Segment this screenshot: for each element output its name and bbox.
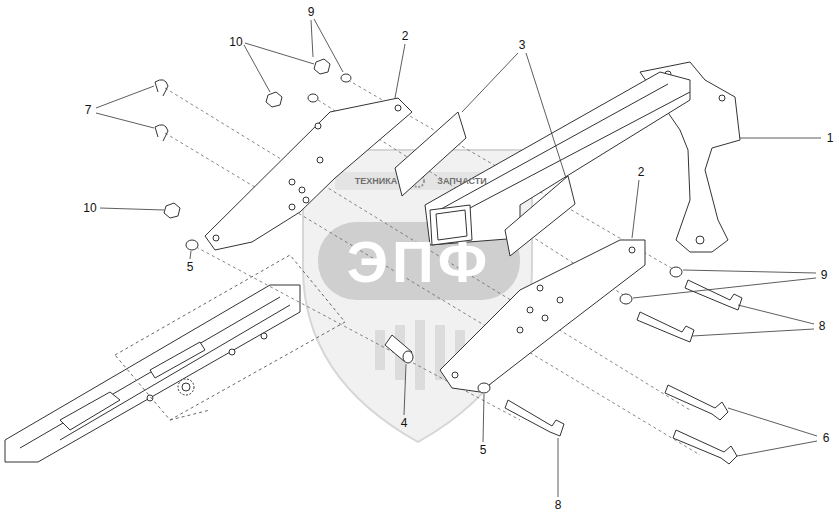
plate-hole — [289, 204, 295, 210]
side-plate — [205, 98, 412, 250]
leader-line — [728, 408, 817, 456]
callout-number: 4 — [401, 417, 408, 429]
rail-edge — [20, 297, 290, 448]
washer — [478, 383, 490, 393]
leader-line — [632, 180, 639, 238]
beam — [425, 72, 690, 245]
cotter-pin — [155, 80, 168, 96]
plate-hole — [517, 327, 523, 333]
washer — [670, 267, 682, 277]
plate-hole — [299, 187, 305, 193]
assembly-outline — [115, 255, 345, 420]
leader-lines — [96, 19, 821, 497]
leader-line — [244, 43, 314, 92]
rail-hole — [229, 349, 235, 355]
plate — [505, 176, 575, 256]
plate-hole — [317, 157, 323, 163]
plate-hole — [289, 179, 295, 185]
bushing-end — [403, 351, 413, 363]
nut — [314, 59, 330, 74]
washer — [341, 74, 351, 82]
callout-number: 5 — [187, 261, 194, 273]
plate-hole — [537, 285, 543, 291]
callout-number: 3 — [519, 39, 526, 51]
plate-hole — [213, 235, 219, 241]
leader-line — [462, 53, 566, 178]
plate-hole — [557, 297, 563, 303]
washer — [308, 94, 318, 102]
plate-hole — [452, 372, 458, 378]
callout-number: 7 — [85, 104, 92, 116]
watermark-text: ЗАПЧАСТИ — [437, 177, 486, 186]
washer — [620, 294, 632, 304]
leader-line — [395, 44, 405, 98]
callout-number: 5 — [480, 444, 487, 456]
callout-number: 2 — [402, 30, 409, 42]
rail-hole — [147, 395, 153, 401]
leader-line — [483, 394, 484, 442]
leader-line — [740, 138, 821, 139]
pin — [665, 385, 728, 420]
leader-line — [558, 438, 559, 497]
fasteners — [155, 59, 742, 464]
bracket-hole — [696, 236, 704, 244]
plate-body — [205, 98, 412, 250]
callout-number: 8 — [555, 499, 562, 511]
bracket-hole — [719, 95, 725, 101]
plate-hole — [629, 247, 635, 253]
leader-line — [404, 364, 406, 415]
callout-number: 2 — [638, 166, 645, 178]
callout-number: 10 — [83, 202, 96, 214]
rail-sprocket — [178, 379, 194, 395]
callout-number: 6 — [823, 432, 830, 444]
cotter-pin — [155, 125, 168, 141]
bolt — [505, 400, 564, 436]
bushing — [385, 335, 412, 362]
leader-line — [100, 208, 164, 210]
leader-line — [96, 86, 154, 128]
callout-number: 9 — [821, 269, 828, 281]
rail-body — [5, 285, 300, 462]
leader-line — [190, 251, 191, 259]
nut — [266, 92, 282, 107]
leader-line — [633, 270, 816, 298]
callout-number: 8 — [819, 320, 826, 332]
rail-sprocket-hub — [182, 383, 190, 391]
assembly-line — [165, 133, 700, 455]
leader-line — [311, 19, 343, 72]
rail-hole — [261, 333, 267, 339]
plate-hole — [303, 197, 309, 203]
frame-rail — [5, 285, 300, 462]
drawbar-frame — [425, 62, 740, 252]
nut — [164, 203, 180, 218]
plate-hole — [542, 315, 548, 321]
bolt — [685, 280, 742, 310]
callout-number: 10 — [229, 36, 242, 48]
plate-hole — [527, 307, 533, 313]
plate-hole — [395, 105, 401, 111]
pin — [673, 430, 737, 464]
bolt — [637, 312, 694, 342]
washer — [186, 240, 198, 250]
watermark-text: ТЕХНИКА — [355, 177, 397, 186]
plate-hole — [315, 123, 321, 129]
leader-line — [692, 305, 814, 336]
watermark-oval — [318, 222, 520, 300]
watermark-text: ЭПФ — [347, 233, 491, 291]
callout-number: 1 — [827, 132, 834, 144]
callout-number: 9 — [308, 6, 315, 18]
